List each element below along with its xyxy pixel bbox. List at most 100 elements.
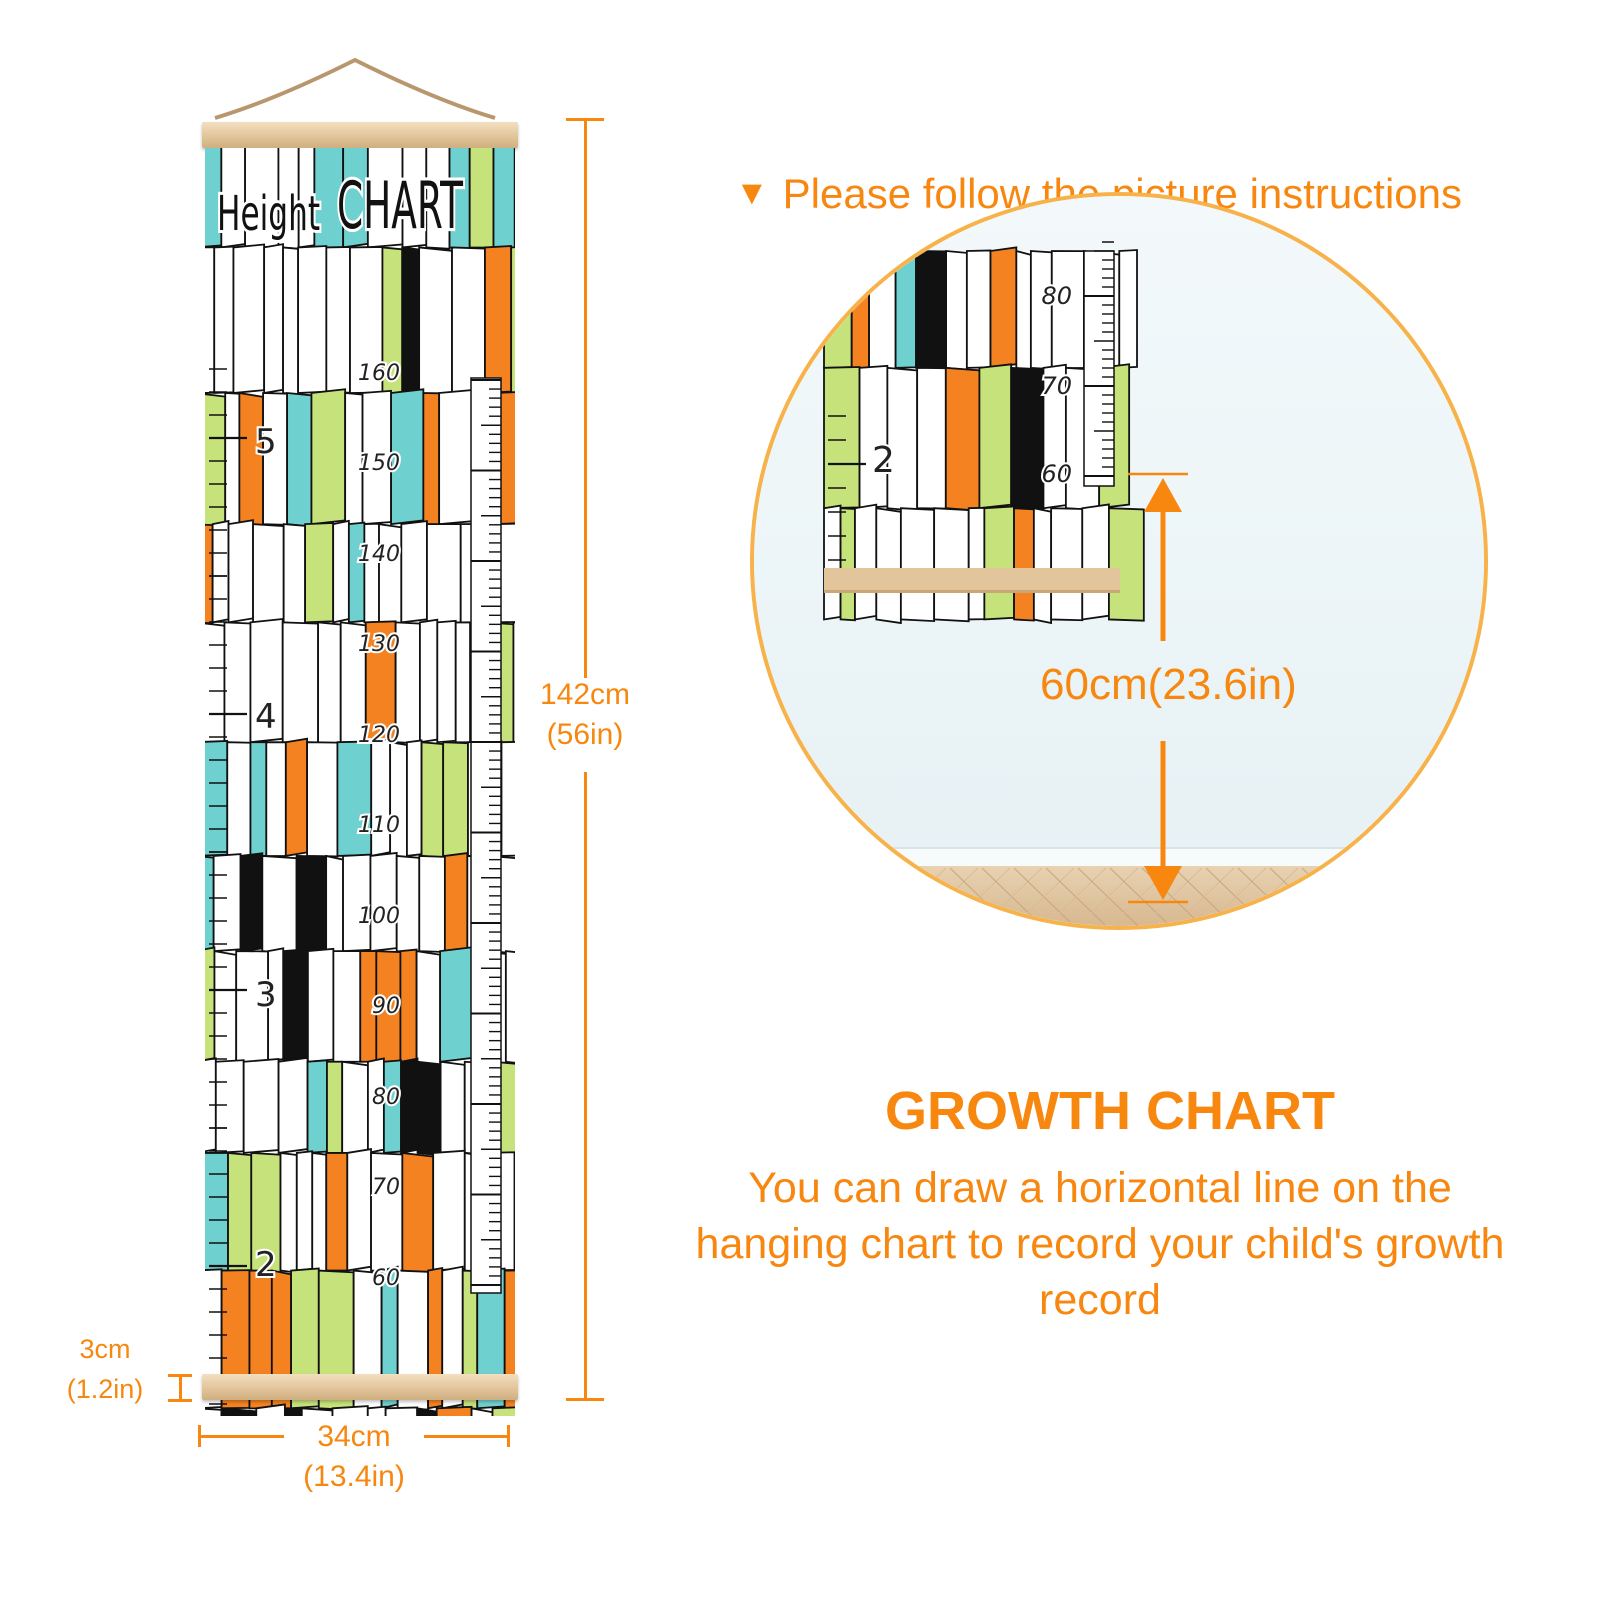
- pattern-block: [470, 1407, 494, 1416]
- pattern-block: [232, 243, 266, 394]
- pattern-block: [279, 1151, 298, 1274]
- pattern-block: [512, 621, 515, 744]
- pattern-block: [442, 741, 469, 858]
- floor-plank-line: [1045, 867, 1107, 926]
- pattern-block: [492, 148, 515, 251]
- width-in-label: (13.4in): [303, 1460, 405, 1493]
- pattern-block: [510, 246, 515, 394]
- chart-bottom-crop: 80 70 60 2: [823, 241, 1145, 625]
- measuring-ruler: [470, 377, 502, 1294]
- pattern-block: [419, 618, 439, 744]
- pattern-block: [239, 852, 264, 953]
- pattern-block: [500, 741, 515, 857]
- cm-label-130: 130: [358, 632, 400, 657]
- rail-cm-label: 3cm: [79, 1334, 131, 1364]
- rail-dim-bottom-cap: [168, 1399, 192, 1402]
- width-dim-right-cap: [507, 1425, 510, 1447]
- cm-label-110: 110: [358, 813, 400, 838]
- triangle-down-icon: ▼: [735, 174, 769, 212]
- top-wood-rail: [202, 122, 518, 148]
- ft-label-3: 3: [255, 975, 277, 1015]
- installation-illustration: 80 70 60 2: [754, 196, 1484, 926]
- ft-label-4: 4: [255, 697, 277, 737]
- floor-plank-line: [821, 867, 883, 926]
- pattern-block: [401, 1151, 435, 1276]
- floor-plank-line: [1333, 867, 1395, 926]
- pattern-block: [1081, 503, 1110, 621]
- pattern-block: [205, 946, 216, 1061]
- pattern-block: [967, 506, 986, 621]
- pattern-block: [284, 1407, 303, 1416]
- pattern-block: [854, 503, 878, 621]
- pattern-block: [249, 741, 268, 857]
- pattern-block: [378, 523, 403, 627]
- pattern-block: [255, 1403, 286, 1416]
- pattern-block: [325, 854, 344, 956]
- cm-label-160: 160: [358, 361, 400, 386]
- pattern-block: [1118, 249, 1138, 369]
- pattern-block: [224, 392, 241, 526]
- pattern-block: [220, 1407, 258, 1416]
- pattern-block: [332, 950, 362, 1063]
- detail-bottom-rail: [824, 568, 1120, 592]
- pattern-block: [823, 504, 842, 621]
- pattern-block: [227, 519, 254, 624]
- pattern-block: [868, 249, 897, 373]
- pattern-block: [284, 737, 308, 857]
- pattern-block: [436, 619, 457, 744]
- floor-plank-line: [789, 867, 851, 926]
- cm-labels: 160 150 140 130 120 110 100 90 80 70 60: [356, 359, 402, 1293]
- pattern-block: [983, 505, 1015, 621]
- title-height: Height: [217, 185, 320, 242]
- pattern-block: [205, 523, 214, 625]
- pattern-block: [205, 855, 215, 954]
- height-cm-label: 142cm: [539, 678, 631, 711]
- pattern-block: [325, 246, 351, 394]
- pattern-block: [850, 249, 870, 372]
- title-chart: CHART: [337, 168, 463, 244]
- height-dim-line-upper: [584, 118, 587, 678]
- pattern-block: [205, 1151, 229, 1272]
- pattern-block: [400, 520, 428, 624]
- floor-plank-line: [754, 867, 787, 900]
- pattern-block: [468, 148, 495, 249]
- pattern-block: [384, 1406, 419, 1416]
- pattern-block: [346, 1148, 372, 1272]
- floor-plank-line: [1365, 867, 1427, 926]
- pattern-block: [297, 245, 328, 394]
- pattern-block: [915, 250, 947, 370]
- measure-label: 60cm(23.6in): [1040, 660, 1297, 709]
- pattern-block: [432, 1149, 466, 1272]
- cm-label-60: 60: [372, 1266, 400, 1291]
- pattern-block: [317, 621, 342, 746]
- pattern-block: [295, 855, 328, 953]
- installation-detail-circle: 80 70 60 2: [750, 192, 1488, 930]
- baseboard: [754, 848, 1484, 866]
- pattern-block: [418, 246, 453, 398]
- floor-plank-line: [1429, 867, 1484, 921]
- pattern-block: [341, 1060, 369, 1158]
- ft-label-5: 5: [255, 422, 277, 462]
- floor-plank-line: [1333, 867, 1395, 926]
- pattern-block: [401, 246, 421, 397]
- detail-cm-70: 70: [1041, 372, 1072, 400]
- pattern-block: [451, 246, 486, 396]
- width-cm-label: 34cm: [317, 1420, 391, 1453]
- pattern-block: [306, 741, 339, 858]
- ft-label-2: 2: [255, 1245, 277, 1285]
- pattern-block: [875, 507, 902, 625]
- pattern-block: [213, 245, 235, 394]
- pattern-block: [418, 855, 446, 953]
- pattern-block: [205, 246, 216, 394]
- floor-plank-line: [757, 867, 819, 926]
- height-in-label: (56in): [546, 718, 624, 751]
- pattern-block: [310, 388, 347, 526]
- cm-label-70: 70: [372, 1175, 400, 1200]
- arrow-up-head: [1144, 478, 1182, 512]
- floor-plank-line: [853, 867, 915, 926]
- feet-ruler: [209, 368, 247, 1405]
- cm-label-140: 140: [358, 542, 400, 567]
- pattern-block: [406, 739, 423, 857]
- pattern-block: [336, 740, 373, 857]
- pattern-block: [916, 366, 947, 510]
